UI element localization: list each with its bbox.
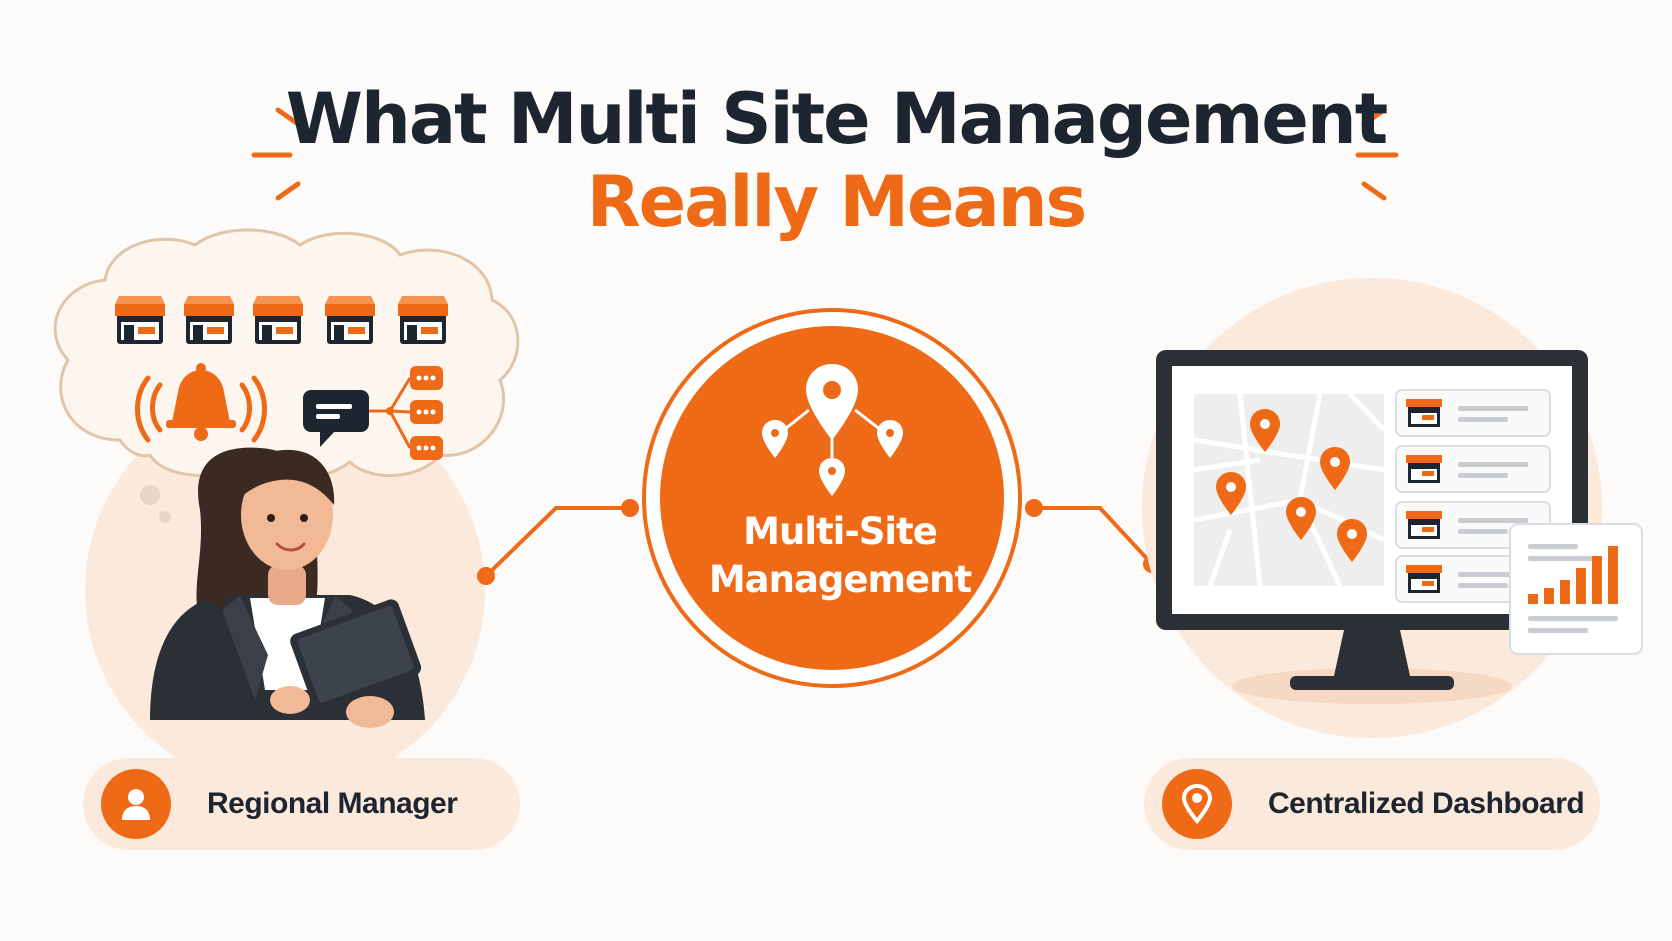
- thought-dot-large: [140, 485, 160, 505]
- title-line-2: Really Means: [586, 160, 1087, 243]
- store-icon: [115, 296, 165, 344]
- title-sparks: [251, 107, 1399, 201]
- page-title: What Multi Site Management Really Means: [0, 78, 1672, 243]
- store-icons-row: [115, 296, 448, 344]
- thought-cloud: [53, 228, 520, 480]
- store-icon: [253, 296, 303, 344]
- person-icon: [101, 769, 171, 839]
- map-panel: [1193, 392, 1386, 588]
- store-icon: [398, 296, 448, 344]
- store-icon: [184, 296, 234, 344]
- map-pin-network-icon: [762, 364, 903, 496]
- store-list: [1395, 389, 1551, 603]
- centralized-dashboard-label: Centralized Dashboard: [1268, 787, 1585, 820]
- thought-dot-small: [159, 511, 171, 523]
- chat-branch-icon: [303, 366, 443, 460]
- centralized-dashboard-pill: Centralized Dashboard: [1144, 758, 1600, 850]
- store-icon: [325, 296, 375, 344]
- list-item: [1395, 445, 1551, 493]
- bar-chart-card: [1509, 523, 1643, 655]
- hub-label: Multi-Site Management: [660, 508, 1020, 604]
- bar-chart-icon: [1528, 546, 1618, 604]
- bell-icon: [135, 363, 267, 443]
- list-item: [1395, 389, 1551, 437]
- hub-label-line-1: Multi-Site: [743, 510, 938, 553]
- title-line-1: What Multi Site Management: [285, 78, 1388, 160]
- location-pin-icon: [1162, 769, 1232, 839]
- regional-manager-pill: Regional Manager: [83, 758, 520, 850]
- connector-right: [1025, 499, 1161, 573]
- connector-left: [477, 499, 639, 585]
- multi-site-hub: [642, 308, 1022, 688]
- map-pin-icon: [1216, 409, 1367, 562]
- regional-manager-label: Regional Manager: [207, 787, 458, 820]
- regional-manager-illustration: [150, 447, 425, 728]
- hub-label-line-2: Management: [708, 558, 972, 601]
